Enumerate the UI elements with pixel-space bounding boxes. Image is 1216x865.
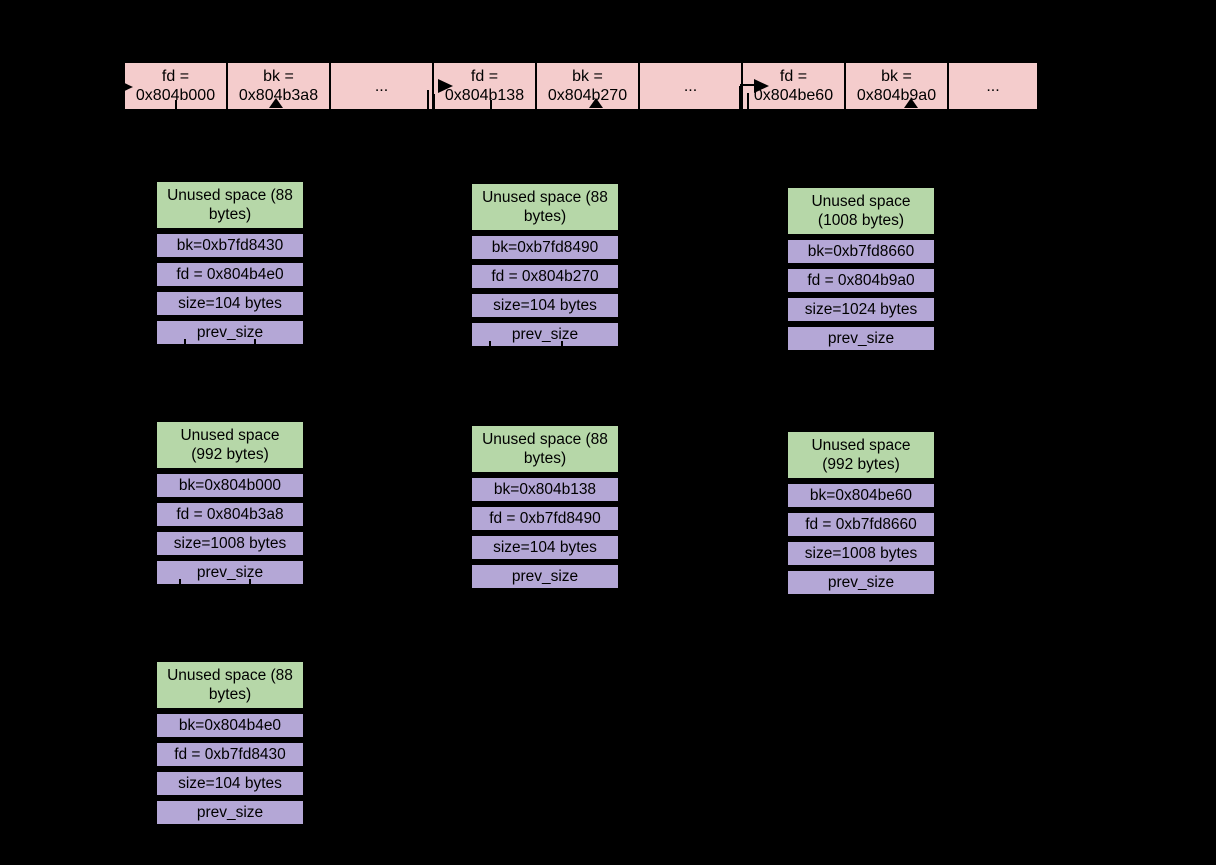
bin-cell-value: 0x804be60 (753, 87, 834, 104)
arrow-head-into-fd2-icon (438, 79, 453, 93)
chunk-fd-row: fd = 0x804b9a0 (786, 267, 936, 294)
unused-space-label: (1008 bytes) (817, 212, 905, 229)
chunk-size-row: size=104 bytes (470, 534, 620, 561)
chunk-fd-row: fd = 0x804b270 (470, 263, 620, 290)
unused-space-label: bytes) (523, 208, 567, 225)
bin-cell-value: 0x804b270 (547, 87, 628, 104)
chunk-prevsize-row: prev_size (786, 325, 936, 352)
chunk-size-row: size=1024 bytes (786, 296, 936, 323)
connector-tick (249, 579, 251, 592)
chunk-size-row: size=104 bytes (155, 290, 305, 317)
chunk-size-row: size=104 bytes (470, 292, 620, 319)
arrow-head-into-bk2-icon (589, 98, 603, 108)
chunk-prevsize-row: prev_size (470, 321, 620, 348)
chunk-bk-row: bk=0x804b4e0 (155, 712, 305, 739)
heap-chunk-6: Unused space (992 bytes) bk=0x804be60 fd… (786, 430, 936, 596)
chunk-bk-row: bk=0xb7fd8490 (470, 234, 620, 261)
arrow-head-into-fd1-icon (118, 80, 133, 94)
heap-chunk-4: Unused space (992 bytes) bk=0x804b000 fd… (155, 420, 305, 586)
chunk-fd-row: fd = 0xb7fd8490 (470, 505, 620, 532)
bin-cell-value: 0x804b000 (135, 87, 216, 104)
connector-line (740, 84, 755, 86)
chunk-fd-row: fd = 0xb7fd8430 (155, 741, 305, 768)
connector-tick (489, 341, 491, 354)
bin-cell-label: fd = (470, 68, 499, 85)
heap-chunk-5: Unused space (88 bytes) bk=0x804b138 fd … (470, 424, 620, 590)
bin-cell-ellipsis-1: ... (331, 63, 434, 109)
heap-chunk-2: Unused space (88 bytes) bk=0xb7fd8490 fd… (470, 182, 620, 348)
chunk-fd-row: fd = 0xb7fd8660 (786, 511, 936, 538)
chunk-unused-header: Unused space (1008 bytes) (786, 186, 936, 236)
bin-cell-label: bk = (263, 68, 294, 85)
ellipsis-text: ... (986, 77, 1000, 95)
chunk-bk-row: bk=0x804b138 (470, 476, 620, 503)
chunk-size-row: size=1008 bytes (786, 540, 936, 567)
bin-cell-value: 0x804b138 (444, 87, 525, 104)
unused-space-label: Unused space (88 (482, 189, 608, 206)
unused-space-label: bytes) (208, 206, 252, 223)
arrow-head-into-fd3-icon (754, 79, 769, 93)
connector-tick (490, 100, 492, 113)
bin-row: fd = 0x804b000 bk = 0x804b3a8 ... fd = 0… (123, 61, 1039, 111)
connector-line (739, 86, 741, 111)
chunk-unused-header: Unused space (88 bytes) (470, 424, 620, 474)
chunk-prevsize-row: prev_size (470, 563, 620, 590)
chunk-prevsize-row: prev_size (155, 799, 305, 826)
unused-space-label: (992 bytes) (191, 446, 269, 463)
connector-tick (179, 579, 181, 592)
connector-line (433, 94, 435, 111)
bin-cell-bk-3: bk = 0x804b9a0 (846, 63, 949, 109)
chunk-unused-header: Unused space (88 bytes) (155, 660, 305, 710)
bin-cell-label: fd = (161, 68, 190, 85)
chunk-unused-header: Unused space (88 bytes) (155, 180, 305, 230)
heap-chunk-7: Unused space (88 bytes) bk=0x804b4e0 fd … (155, 660, 305, 826)
ellipsis-text: ... (374, 77, 389, 95)
heap-chunk-1: Unused space (88 bytes) bk=0xb7fd8430 fd… (155, 180, 305, 346)
bin-cell-label: bk = (881, 68, 912, 85)
chunk-fd-row: fd = 0x804b4e0 (155, 261, 305, 288)
chunk-unused-header: Unused space (88 bytes) (470, 182, 620, 232)
bin-cell-value: 0x804b9a0 (856, 87, 937, 104)
chunk-bk-row: bk=0x804be60 (786, 482, 936, 509)
bin-cell-bk-2: bk = 0x804b270 (537, 63, 640, 109)
unused-space-label: Unused space (811, 193, 911, 210)
bin-cell-label: bk = (572, 68, 603, 85)
bin-cell-ellipsis-2: ... (640, 63, 743, 109)
connector-tick (561, 341, 563, 354)
chunk-bk-row: bk=0xb7fd8430 (155, 232, 305, 259)
unused-space-label: bytes) (523, 450, 567, 467)
chunk-size-row: size=104 bytes (155, 770, 305, 797)
heap-chunk-3: Unused space (1008 bytes) bk=0xb7fd8660 … (786, 186, 936, 352)
unused-space-label: bytes) (208, 686, 252, 703)
connector-tick (184, 339, 186, 352)
chunk-unused-header: Unused space (992 bytes) (786, 430, 936, 480)
unused-space-label: (992 bytes) (822, 456, 900, 473)
bin-cell-label: fd = (779, 68, 808, 85)
ellipsis-text: ... (683, 77, 698, 95)
connector-tick (175, 100, 177, 113)
chunk-prevsize-row: prev_size (155, 319, 305, 346)
bin-cell-value: 0x804b3a8 (238, 87, 319, 104)
chunk-prevsize-row: prev_size (786, 569, 936, 596)
unused-space-label: Unused space (88 (167, 187, 293, 204)
bin-cell-ellipsis-3: ... (949, 63, 1037, 109)
arrow-head-into-bk3-icon (904, 98, 918, 108)
unused-space-label: Unused space (88 (482, 431, 608, 448)
unused-space-label: Unused space (811, 437, 911, 454)
chunk-bk-row: bk=0xb7fd8660 (786, 238, 936, 265)
chunk-bk-row: bk=0x804b000 (155, 472, 305, 499)
connector-line (747, 93, 749, 111)
unused-space-label: Unused space (180, 427, 280, 444)
connector-line (427, 90, 429, 111)
arrow-head-into-bk1-icon (269, 98, 283, 108)
chunk-size-row: size=1008 bytes (155, 530, 305, 557)
unused-space-label: Unused space (88 (167, 667, 293, 684)
chunk-fd-row: fd = 0x804b3a8 (155, 501, 305, 528)
chunk-unused-header: Unused space (992 bytes) (155, 420, 305, 470)
connector-tick (254, 339, 256, 352)
chunk-prevsize-row: prev_size (155, 559, 305, 586)
